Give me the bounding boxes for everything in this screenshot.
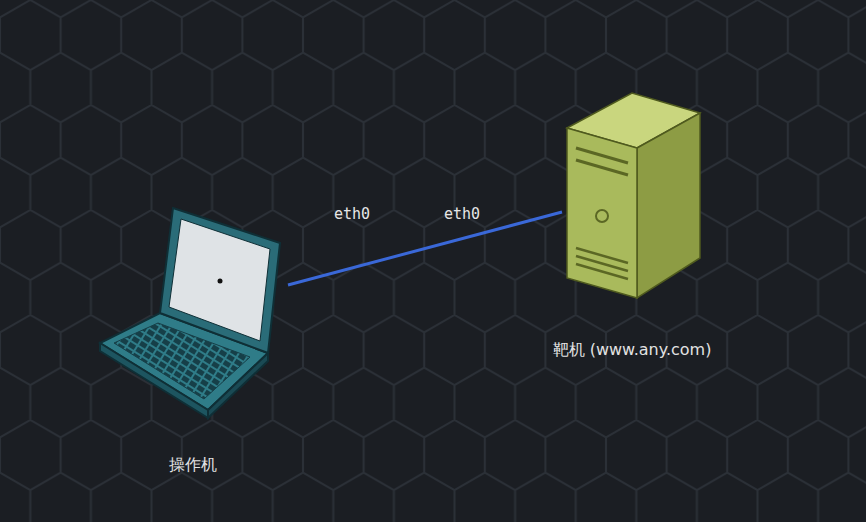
node-caption: 靶机 (www.any.com) <box>553 340 712 361</box>
interface-label: eth0 <box>444 205 480 223</box>
node-caption: 操作机 <box>169 455 217 476</box>
server-node: 靶机 (www.any.com) <box>562 88 702 300</box>
server-icon <box>562 88 702 300</box>
laptop-node: 操作机 <box>98 205 288 417</box>
interface-label: eth0 <box>334 205 370 223</box>
laptop-icon <box>98 205 288 417</box>
network-link <box>288 212 562 285</box>
